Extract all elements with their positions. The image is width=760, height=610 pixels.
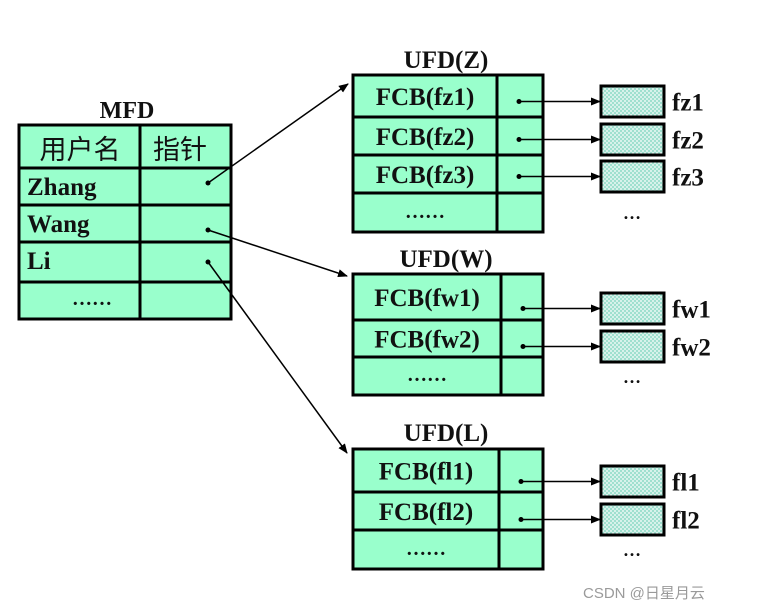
mfd-row-username: Li [27, 248, 51, 275]
mfd-row-username: Wang [27, 211, 90, 238]
ufd-row-ellipsis: …… [406, 538, 446, 560]
mfd-row-username: Zhang [27, 174, 97, 201]
more-files-ellipsis: … [623, 203, 641, 223]
mfd-pointer-arrow [207, 261, 348, 454]
fcb-entry: FCB(fw1) [374, 285, 480, 312]
file-block [599, 159, 666, 194]
file-name: fz2 [672, 128, 704, 155]
file-name: fw1 [672, 297, 711, 324]
file-name: fl1 [672, 470, 700, 497]
fcb-entry: FCB(fl1) [379, 459, 473, 486]
mfd-row-ellipsis: …… [72, 288, 112, 310]
file-block [599, 502, 666, 537]
file-block [599, 84, 666, 119]
mfd-header-pointer: 指针 [153, 135, 207, 166]
more-files-ellipsis: … [623, 367, 641, 387]
ufd-row-ellipsis: …… [405, 201, 445, 223]
ufd-title: UFD(W) [399, 246, 492, 273]
ufd-table [351, 272, 545, 397]
watermark: CSDN @日星月云 [583, 585, 705, 602]
fcb-entry: FCB(fl2) [379, 499, 473, 526]
file-block [599, 464, 666, 499]
ufd-title: UFD(L) [404, 420, 489, 447]
file-name: fz1 [672, 90, 704, 117]
file-block [599, 291, 666, 326]
more-files-ellipsis: … [623, 540, 641, 560]
fcb-entry: FCB(fz1) [376, 84, 475, 111]
mfd-header-username: 用户名 [40, 135, 121, 166]
file-name: fw2 [672, 335, 711, 362]
fcb-entry: FCB(fw2) [374, 327, 480, 354]
fcb-entry: FCB(fz2) [376, 124, 475, 151]
mfd-pointer-arrow [207, 229, 348, 277]
mfd-table [17, 123, 233, 321]
ufd-table [351, 447, 545, 571]
file-name: fl2 [672, 508, 700, 535]
file-name: fz3 [672, 165, 704, 192]
ufd-row-ellipsis: …… [407, 364, 447, 386]
file-block [599, 122, 666, 157]
fcb-entry: FCB(fz3) [376, 162, 475, 189]
ufd-title: UFD(Z) [404, 47, 489, 74]
mfd-title: MFD [100, 98, 155, 124]
file-block [599, 329, 666, 364]
mfd-pointer-arrow [207, 83, 349, 184]
